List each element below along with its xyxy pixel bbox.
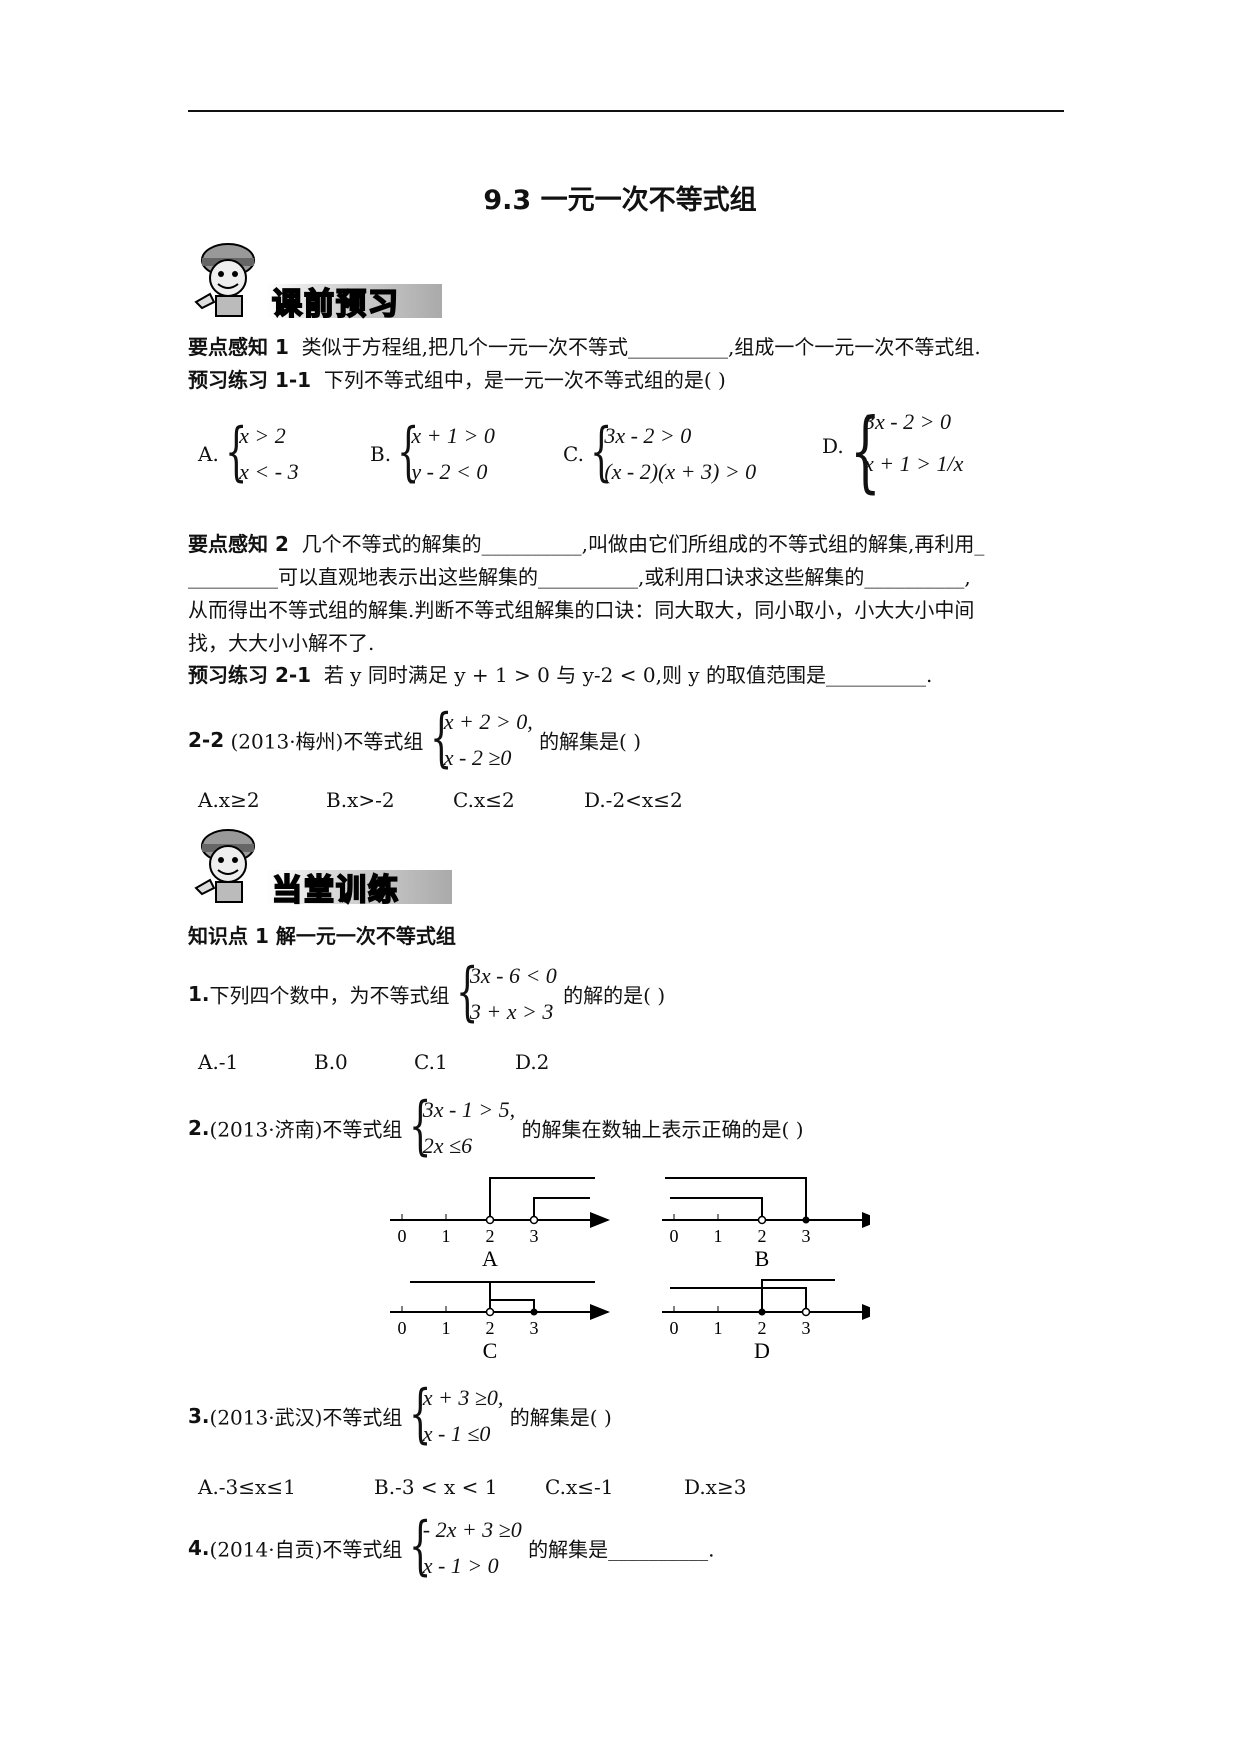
key-point-2-line1: 要点感知 2 几个不等式的解集的__________,叫做由它们所组成的不等式组… xyxy=(188,532,985,556)
tick-label: 1 xyxy=(442,1226,451,1246)
tick-label: 2 xyxy=(758,1318,767,1338)
banner-preview-text: 课前预习 xyxy=(271,286,400,323)
key-point-1: 要点感知 1 类似于方程组,把几个一元一次不等式__________,组成一个一… xyxy=(188,335,981,359)
key-point-2-line2: _________可以直观地表示出这些解集的__________,或利用口诀求这… xyxy=(188,565,971,589)
tick-label: 2 xyxy=(486,1318,495,1338)
tick-label: 3 xyxy=(530,1318,539,1338)
tick-label: 2 xyxy=(486,1226,495,1246)
page-title: 9.3 一元一次不等式组 xyxy=(483,185,757,216)
q3-opt-d: D.x≥3 xyxy=(684,1475,747,1499)
figure-label-b: B xyxy=(755,1246,770,1271)
tick-label: 3 xyxy=(802,1318,811,1338)
q1-opt-c: C.1 xyxy=(414,1050,448,1074)
p22-opt-a: A.x≥2 xyxy=(198,788,260,812)
q1-opt-d: D.2 xyxy=(515,1050,550,1074)
tick-label: 0 xyxy=(398,1318,407,1338)
tick-label: 1 xyxy=(714,1226,723,1246)
q3-opt-b: B.-3 < x < 1 xyxy=(374,1475,498,1499)
number-line-c: 0 1 2 3 C xyxy=(390,1281,610,1363)
tick-label: 1 xyxy=(442,1318,451,1338)
banner-preview: 课前预习 xyxy=(188,232,442,323)
figure-label-d: D xyxy=(754,1338,770,1363)
number-line-a: 0 1 2 3 A xyxy=(390,1177,610,1271)
tick-label: 3 xyxy=(802,1226,811,1246)
p22-opt-b: B.x>-2 xyxy=(326,788,395,812)
p22-opt-d: D.-2<x≤2 xyxy=(584,788,683,812)
option-c: C. {3x - 2 > 0(x - 2)(x + 3) > 0 xyxy=(563,415,757,489)
tick-label: 0 xyxy=(398,1226,407,1246)
tick-label: 2 xyxy=(758,1226,767,1246)
tick-label: 1 xyxy=(714,1318,723,1338)
practice-2-1: 预习练习 2-1 若 y 同时满足 y + 1 > 0 与 y-2 < 0,则 … xyxy=(188,663,933,687)
top-rule xyxy=(188,110,1064,112)
tick-label: 0 xyxy=(670,1226,679,1246)
cartoon-boy-icon xyxy=(194,243,255,317)
practice-1-1: 预习练习 1-1 下列不等式组中，是一元一次不等式组的是( ) xyxy=(188,368,726,392)
banner-practice: 当堂训练 xyxy=(188,818,452,909)
question-2: 2.(2013·济南)不等式组 {3x - 1 > 5,2x ≤6 的解集在数轴… xyxy=(188,1089,804,1163)
q1-opt-a: A.-1 xyxy=(198,1050,239,1074)
number-line-b: 0 1 2 3 B xyxy=(662,1177,870,1271)
p22-opt-c: C.x≤2 xyxy=(453,788,515,812)
knowledge-point-1: 知识点 1 解一元一次不等式组 xyxy=(188,924,456,948)
banner-practice-text: 当堂训练 xyxy=(271,872,400,909)
tick-label: 3 xyxy=(530,1226,539,1246)
q3-opt-a: A.-3≤x≤1 xyxy=(198,1475,296,1499)
number-line-d: 0 1 2 3 D xyxy=(662,1279,870,1363)
key-point-2-line4: 找，大大小小解不了. xyxy=(188,631,375,655)
cartoon-boy-icon xyxy=(194,829,255,903)
q3-opt-c: C.x≤-1 xyxy=(545,1475,614,1499)
figure-label-a: A xyxy=(482,1246,498,1271)
key-point-2-line3: 从而得出不等式组的解集.判断不等式组解集的口诀：同大取大，同小取小，小大大小中间 xyxy=(188,598,975,622)
practice-2-2: 2-2 (2013·梅州)不等式组 {x + 2 > 0,x - 2 ≥0 的解… xyxy=(188,701,642,775)
figure-label-c: C xyxy=(483,1338,498,1363)
question-3: 3.(2013·武汉)不等式组 {x + 3 ≥0,x - 1 ≤0 的解集是(… xyxy=(188,1377,612,1451)
tick-label: 0 xyxy=(670,1318,679,1338)
number-line-figure: 0 1 2 3 A 0 1 2 3 B 0 1 2 3 C xyxy=(390,1177,870,1363)
q1-opt-b: B.0 xyxy=(314,1050,348,1074)
